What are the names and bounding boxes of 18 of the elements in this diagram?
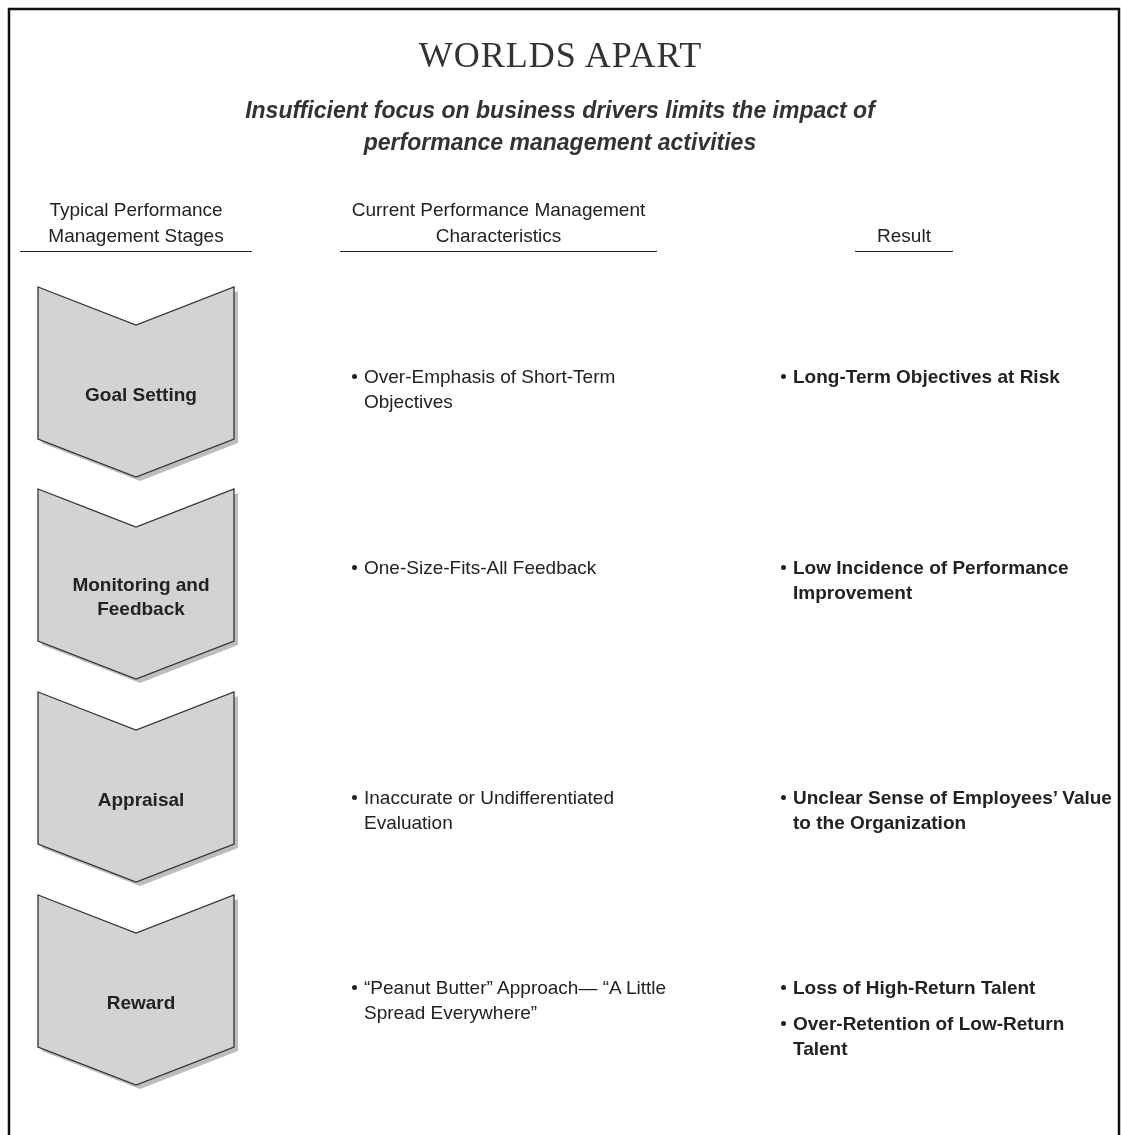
characteristic-text: Over-Emphasis of Short-Term Objectives	[351, 364, 651, 414]
result-text: Low Incidence of Performance Improvement	[780, 555, 1110, 605]
characteristic-text: One-Size-Fits-All Feedback	[351, 555, 651, 580]
result-text: Loss of High-Return Talent	[780, 975, 1110, 1000]
column-header: Typical Performance Management Stages	[20, 197, 252, 252]
column-header: Result	[855, 223, 953, 252]
characteristic-text: “Peanut Butter” Approach— “A Little Spread Everywhere”	[351, 975, 681, 1025]
column-header: Current Performance Management Characteristics	[340, 197, 657, 252]
stage-label: Appraisal	[96, 788, 186, 812]
characteristic-text: Inaccurate or Undifferentiated Evaluation	[351, 785, 681, 835]
stage-label: Reward	[105, 991, 177, 1015]
result-text: Unclear Sense of Employees’ Value to the Organization	[780, 785, 1115, 835]
stage-label: Goal Setting	[84, 383, 198, 407]
result-text: Over-Retention of Low-Return Talent	[780, 1011, 1110, 1061]
subtitle: Insufficient focus on business drivers limits the impact of performance management activities	[244, 96, 878, 157]
title: WORLDS APART	[417, 34, 704, 76]
stage-label: Monitoring and Feedback	[71, 573, 211, 621]
result-text: Long-Term Objectives at Risk	[780, 364, 1100, 389]
